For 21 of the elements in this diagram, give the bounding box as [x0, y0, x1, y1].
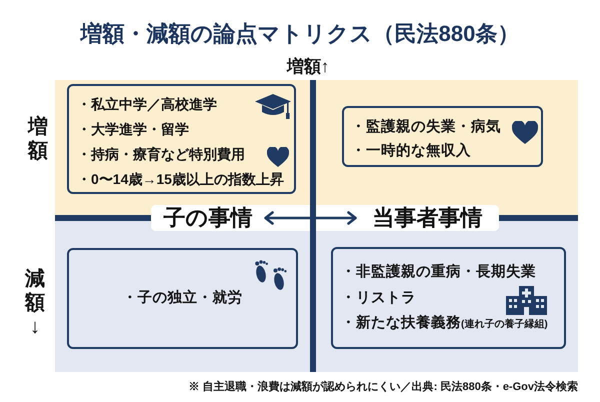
double-arrow	[264, 211, 357, 225]
list-item: ・一時的な無収入	[351, 143, 471, 159]
factor-card	[67, 84, 296, 194]
list-note: (連れ子の養子縁組)	[461, 319, 548, 330]
axis-title: 増額↑	[286, 56, 330, 78]
list-item: ・子の独立・就労	[122, 290, 242, 306]
list-item: ・監護親の失業・病気	[351, 119, 501, 135]
row-label: 減額↓	[24, 267, 46, 339]
list-item: ・大学進学・留学	[77, 121, 189, 137]
factor-card	[342, 106, 543, 167]
factor-card	[331, 247, 566, 349]
footnote: ※ 自主退職・浪費は減額が認められにくい／出典: 民法880条・e-Gov法令検索	[188, 380, 578, 395]
list-item: ・非監護親の重病・長期失業	[341, 264, 536, 280]
list-item: ・リストラ	[341, 290, 416, 306]
factor-card	[67, 248, 298, 349]
list-item: ・新たな扶養義務	[341, 315, 461, 331]
diagram-title: 増額・減額の論点マトリクス（民法880条）	[78, 20, 520, 48]
list-item: ・私立中学／高校進学	[77, 96, 217, 112]
list-item: ・0〜14歳→15歳以上の指数上昇	[77, 171, 284, 187]
list-item: ・持病・療育など特別費用	[77, 146, 245, 162]
row-label: 増額	[27, 115, 49, 163]
